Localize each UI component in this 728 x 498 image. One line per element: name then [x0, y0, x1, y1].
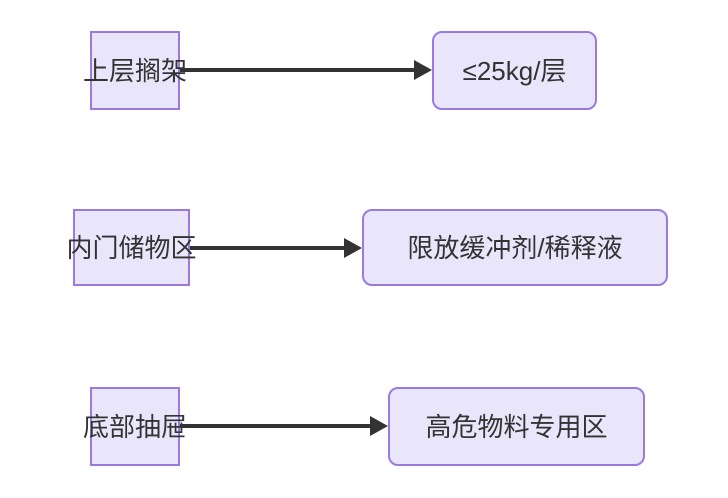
node-target-2-label: 限放缓冲剂/稀释液: [407, 232, 623, 263]
node-source-2[interactable]: 内门储物区: [67, 209, 197, 286]
edge-2: [190, 236, 362, 260]
node-source-1-label: 上层搁架: [83, 55, 188, 86]
node-target-1-label: ≤25kg/层: [462, 55, 567, 86]
node-source-3[interactable]: 底部抽屉: [83, 387, 187, 466]
node-target-3[interactable]: 高危物料专用区: [388, 387, 645, 466]
edge-3: [180, 414, 388, 438]
node-source-1[interactable]: 上层搁架: [83, 31, 187, 110]
edge-1: [180, 58, 432, 82]
node-source-3-label: 底部抽屉: [83, 411, 188, 442]
node-target-3-label: 高危物料专用区: [425, 411, 608, 442]
node-target-1[interactable]: ≤25kg/层: [432, 31, 597, 110]
node-target-2[interactable]: 限放缓冲剂/稀释液: [362, 209, 668, 286]
node-source-2-label: 内门储物区: [66, 232, 197, 263]
